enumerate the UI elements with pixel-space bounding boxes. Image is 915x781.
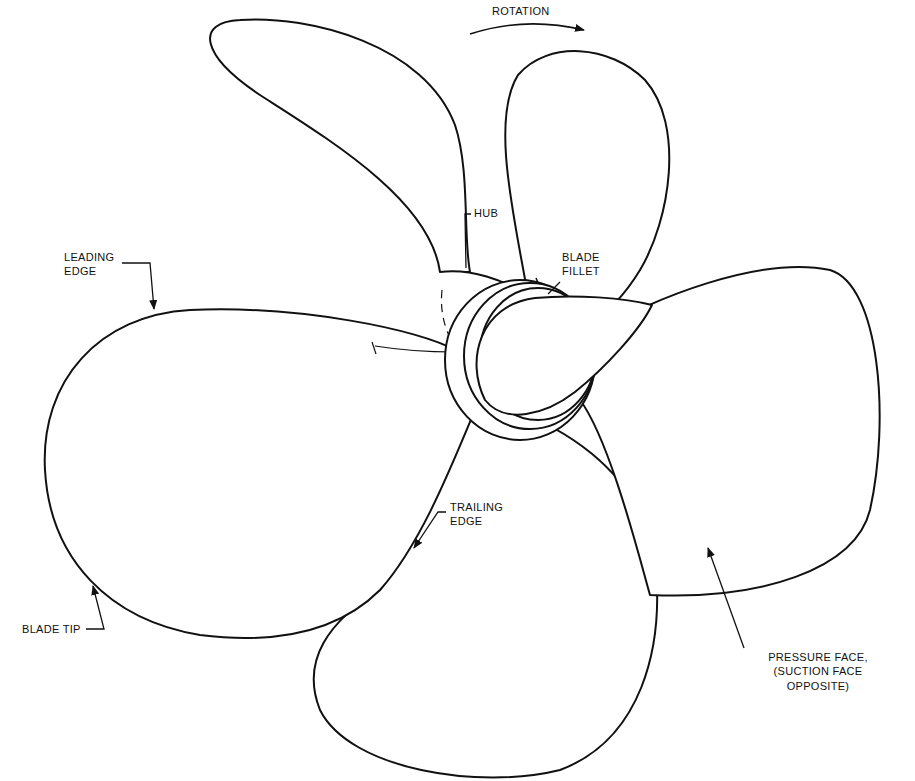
- blade: [45, 309, 475, 638]
- hub-line: [375, 346, 455, 352]
- part-label: TRAILING EDGE: [448, 500, 510, 529]
- rotation-label: ROTATION: [490, 4, 552, 18]
- leader-line: [708, 548, 744, 648]
- spinner-cone: [477, 296, 652, 414]
- leader-line: [465, 214, 471, 268]
- leader-line: [118, 263, 154, 309]
- hub-line: [372, 342, 376, 354]
- leader-line: [414, 512, 446, 548]
- part-label: BLADE TIP: [20, 622, 83, 636]
- part-label: HUB: [472, 206, 500, 220]
- part-label: PRESSURE FACE, (SUCTION FACE OPPOSITE): [746, 650, 890, 693]
- hub-hidden-line: [441, 290, 450, 338]
- leader-line: [548, 282, 560, 294]
- part-label: BLADE FILLET: [560, 250, 614, 279]
- rotation-arrow: [470, 24, 584, 34]
- part-label: LEADING EDGE: [62, 250, 122, 279]
- blade: [210, 19, 470, 272]
- leader-line: [86, 586, 104, 629]
